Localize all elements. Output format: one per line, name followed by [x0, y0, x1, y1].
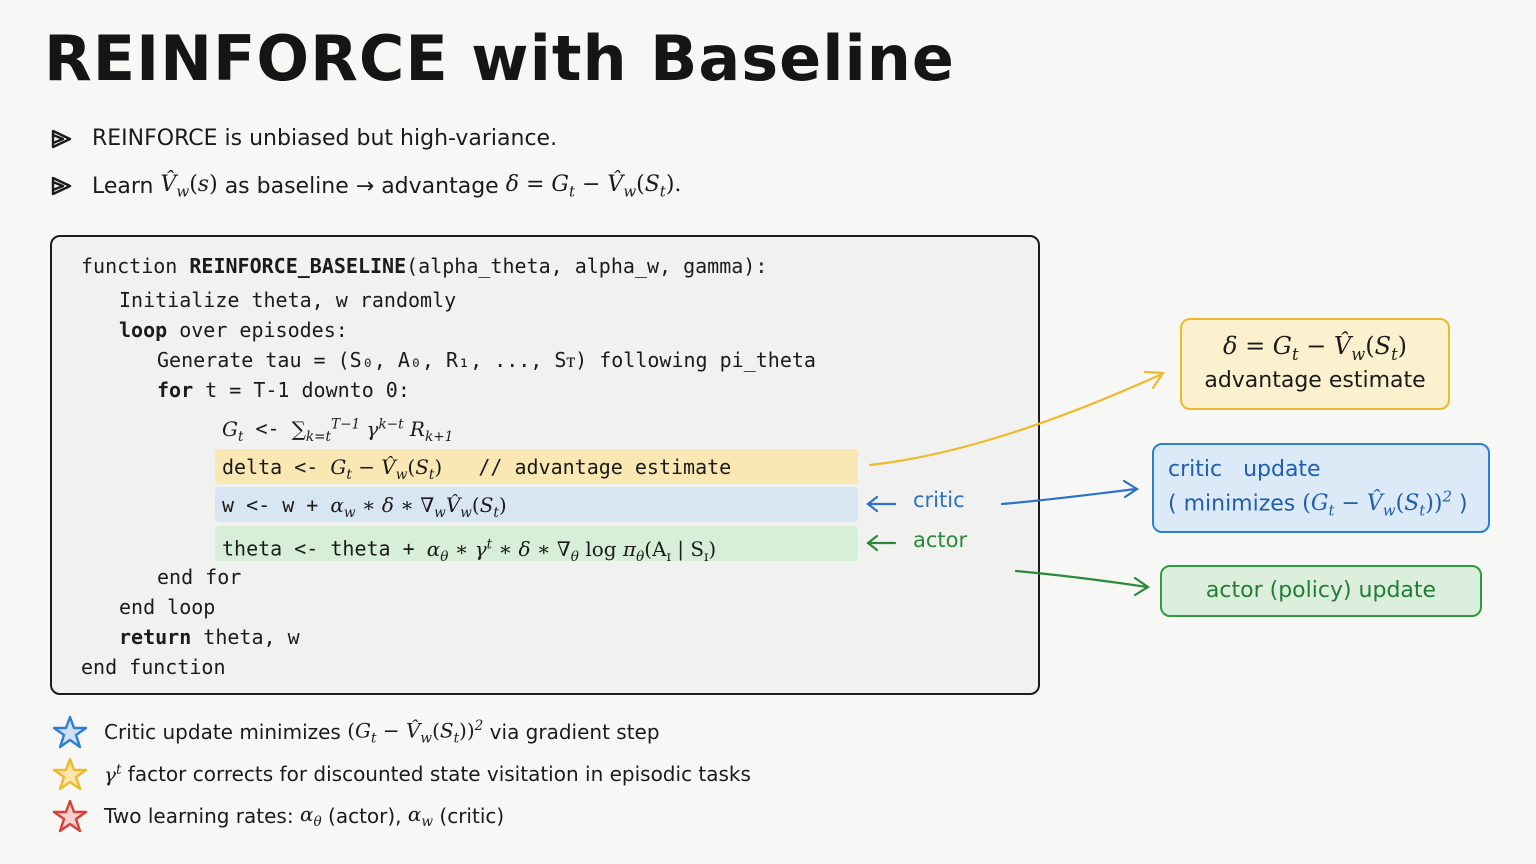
function-args: (alpha_theta, alpha_w, gamma): [406, 254, 768, 278]
critic-label: critic [913, 488, 965, 512]
code-line-endfor: end for [157, 565, 242, 589]
bullet-baseline: Learn V̂w(s) as baseline → advantage δ =… [50, 172, 681, 200]
code-text: t = T-1 downto 0: [205, 378, 410, 402]
code-line-generate: Generate tau = (S₀, A₀, R₁, ..., Sᴛ) fol… [157, 348, 816, 372]
callout-text: ) [1458, 491, 1468, 517]
blue-star-icon [52, 715, 88, 749]
red-star-icon [52, 799, 88, 833]
callout-text: ( minimizes [1168, 491, 1296, 517]
function-name: REINFORCE_BASELINE [189, 254, 407, 278]
return-symbol: Gt [222, 416, 244, 445]
critic-formula: αw ∗ δ ∗ ∇wV̂w(St) [330, 493, 507, 521]
highlight-critic [215, 487, 858, 522]
triangle-bullet-icon [51, 129, 72, 148]
highlight-actor [215, 526, 858, 561]
code-line-signature: function REINFORCE_BASELINE(alpha_theta,… [81, 251, 767, 281]
gamma-symbol: γt [104, 761, 122, 787]
critic-callout-title: critic update [1168, 457, 1321, 482]
advantage-callout: δ = Gt − V̂w(St) advantage estimate [1180, 318, 1450, 410]
note-critic: Critic update minimizes (Gt − V̂w(St))2 … [52, 715, 660, 749]
yellow-star-icon [52, 757, 88, 791]
code-line-critic: w <- w + αw ∗ δ ∗ ∇wV̂w(St) [222, 490, 507, 521]
code-text: theta, w [203, 625, 300, 649]
actor-callout: actor (policy) update [1160, 565, 1482, 617]
code-line-delta: delta <- Gt − V̂w(St) // advantage estim… [222, 452, 732, 483]
note-text: Two learning rates: [104, 804, 294, 828]
actor-label: actor [913, 528, 968, 552]
alpha-w: αw [407, 802, 434, 830]
baseline-formula: V̂w(s) [160, 172, 218, 201]
critic-callout-formula-line: ( minimizes (Gt − V̂w(St))2 ) [1168, 488, 1488, 520]
keyword: return [119, 625, 192, 649]
note-text: (actor), [328, 804, 402, 828]
advantage-callout-text: advantage estimate [1204, 367, 1426, 393]
highlight-advantage [215, 449, 858, 484]
critic-loss-formula: (Gt − V̂w(St))2 [1302, 488, 1452, 520]
bullet-text: REINFORCE is unbiased but high-variance. [92, 126, 558, 151]
code-line-return: return theta, w [119, 622, 300, 652]
code-text: theta <- theta + [222, 536, 415, 561]
code-line-return-sum: Gt <- ∑k=tT−1 γk−t Rk+1 [222, 409, 454, 445]
actor-formula: αθ ∗ γt ∗ δ ∗ ∇θ log πθ(Aɪ | Sɪ) [426, 536, 717, 565]
code-comment: // advantage estimate [478, 455, 732, 479]
keyword: function [81, 254, 178, 278]
note-text: (critic) [439, 804, 505, 828]
assign-arrow: <- [255, 416, 280, 441]
code-text: over episodes: [179, 318, 348, 342]
alpha-theta: αθ [299, 802, 322, 830]
note-text: via gradient step [489, 720, 660, 744]
keyword: loop [119, 318, 168, 342]
advantage-callout-formula: δ = Gt − V̂w(St) [1222, 332, 1407, 364]
code-line-loop: loop over episodes: [119, 315, 348, 345]
code-text: delta <- [222, 455, 319, 479]
pseudocode-box: function REINFORCE_BASELINE(alpha_theta,… [50, 235, 1040, 695]
code-line-actor: theta <- theta + αθ ∗ γt ∗ δ ∗ ∇θ log πθ… [222, 529, 717, 565]
advantage-formula: δ = Gt − V̂w(St). [505, 172, 682, 201]
code-text: w <- w + [222, 493, 319, 517]
note-text: Critic update minimizes [104, 720, 341, 744]
bullet-text: as baseline → advantage [224, 173, 499, 199]
critic-callout: critic update ( minimizes (Gt − V̂w(St))… [1152, 443, 1490, 533]
code-line-for: for t = T-1 downto 0: [157, 375, 410, 405]
page-title: REINFORCE with Baseline [44, 22, 955, 95]
bullet-text: Learn [92, 173, 154, 199]
note-critic-formula: (Gt − V̂w(St))2 [347, 717, 484, 747]
bullet-variance: REINFORCE is unbiased but high-variance. [50, 126, 557, 151]
delta-formula: Gt − V̂w(St) [330, 455, 443, 483]
triangle-bullet-icon [51, 176, 72, 196]
discounted-sum: ∑k=tT−1 γk−t Rk+1 [291, 416, 454, 445]
note-gamma: γt factor corrects for discounted state … [52, 757, 751, 791]
keyword: for [157, 378, 194, 402]
note-text: factor corrects for discounted state vis… [127, 762, 751, 786]
code-line-endfunction: end function [81, 655, 226, 679]
note-rates: Two learning rates: αθ (actor), αw (crit… [52, 799, 504, 833]
code-line-endloop: end loop [119, 595, 216, 619]
code-line-init: Initialize theta, w randomly [119, 288, 457, 312]
